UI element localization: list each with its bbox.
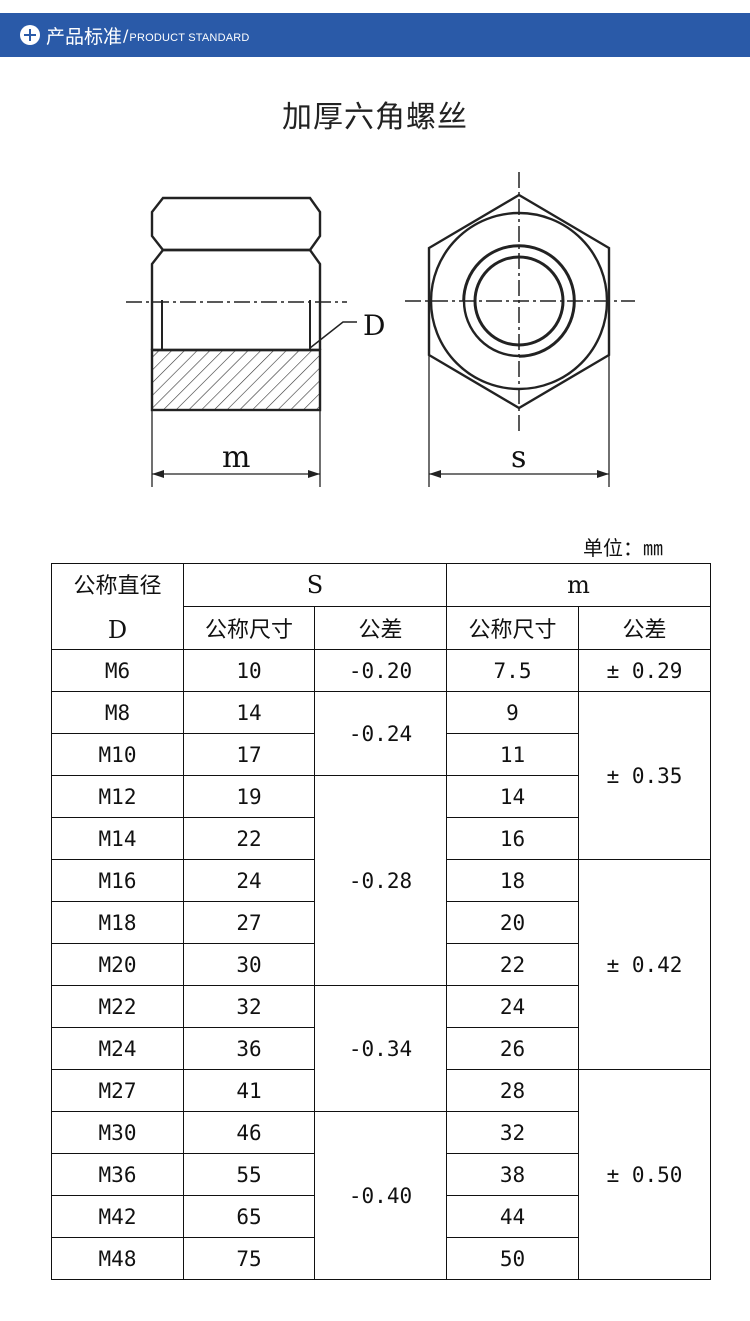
nut-technical-drawing: D m s [126,172,635,487]
cell-m-nominal: 50 [446,1237,579,1280]
cell-diameter: M22 [51,985,184,1028]
header-m: m [446,563,711,607]
cell-s-nominal: 27 [183,901,315,944]
cell-m-nominal: 38 [446,1153,579,1196]
header-nominal-diameter-symbol: D [107,616,128,644]
cell-diameter: M10 [51,733,184,776]
subheader-m-tolerance: 公差 [578,606,711,650]
cell-m-nominal: 7.5 [446,649,579,692]
subheader-m-nominal: 公称尺寸 [446,606,579,650]
cell-diameter: M12 [51,775,184,818]
cell-s-nominal: 14 [183,691,315,734]
cell-diameter: M8 [51,691,184,734]
nut-side-view [150,196,322,412]
cell-diameter: M24 [51,1027,184,1070]
cell-s-nominal: 65 [183,1195,315,1238]
plus-circle-icon [20,25,40,45]
cell-m-tolerance: ± 0.42 [578,859,711,1070]
dimension-label-d: D [363,309,385,342]
cell-s-nominal: 17 [183,733,315,776]
cell-diameter: M18 [51,901,184,944]
cell-s-nominal: 32 [183,985,315,1028]
subheader-s-nominal: 公称尺寸 [183,606,315,650]
section-title-cn: 产品标准 [46,25,123,48]
cell-s-nominal: 30 [183,943,315,986]
cell-m-tolerance: ± 0.29 [578,649,711,692]
unit-label: 单位：㎜ [583,536,663,560]
cell-s-nominal: 41 [183,1069,315,1112]
cell-m-nominal: 26 [446,1027,579,1070]
cell-s-tolerance: -0.34 [314,985,447,1112]
section-title-en: PRODUCT STANDARD [129,31,250,44]
header-nominal-diameter: 公称直径 D [51,563,184,650]
cell-s-nominal: 19 [183,775,315,818]
cell-m-nominal: 28 [446,1069,579,1112]
dimension-label-s: s [511,440,526,475]
cell-diameter: M42 [51,1195,184,1238]
product-title: 加厚六角螺丝 [282,100,468,135]
cell-m-nominal: 32 [446,1111,579,1154]
dimension-label-m: m [222,440,250,475]
cell-diameter: M14 [51,817,184,860]
cell-s-tolerance: -0.20 [314,649,447,692]
cell-m-nominal: 16 [446,817,579,860]
cell-diameter: M16 [51,859,184,902]
cell-m-nominal: 14 [446,775,579,818]
cell-diameter: M20 [51,943,184,986]
cell-m-tolerance: ± 0.35 [578,691,711,860]
cell-m-nominal: 18 [446,859,579,902]
table-subheader-row: 公称尺寸公差公称尺寸公差 [52,606,711,650]
cell-s-tolerance: -0.40 [314,1111,447,1280]
cell-m-nominal: 9 [446,691,579,734]
cell-m-nominal: 20 [446,901,579,944]
cell-s-nominal: 36 [183,1027,315,1070]
cell-diameter: M27 [51,1069,184,1112]
header-s: S [183,563,447,607]
section-title-separator: / [123,25,129,45]
cell-m-nominal: 44 [446,1195,579,1238]
cell-diameter: M48 [51,1237,184,1280]
cell-s-nominal: 22 [183,817,315,860]
header-nominal-diameter-label: 公称直径 [73,574,162,599]
cell-m-nominal: 22 [446,943,579,986]
cell-s-nominal: 55 [183,1153,315,1196]
cell-s-tolerance: -0.28 [314,775,447,986]
cell-s-nominal: 10 [183,649,315,692]
subheader-s-tolerance: 公差 [314,606,447,650]
cell-s-nominal: 24 [183,859,315,902]
section-header: 产品标准 / PRODUCT STANDARD [0,13,750,57]
cell-diameter: M36 [51,1153,184,1196]
cell-s-tolerance: -0.24 [314,691,447,776]
cell-m-nominal: 24 [446,985,579,1028]
cell-s-nominal: 46 [183,1111,315,1154]
cell-diameter: M6 [51,649,184,692]
cell-diameter: M30 [51,1111,184,1154]
cell-m-nominal: 11 [446,733,579,776]
cell-m-tolerance: ± 0.50 [578,1069,711,1280]
cell-s-nominal: 75 [183,1237,315,1280]
